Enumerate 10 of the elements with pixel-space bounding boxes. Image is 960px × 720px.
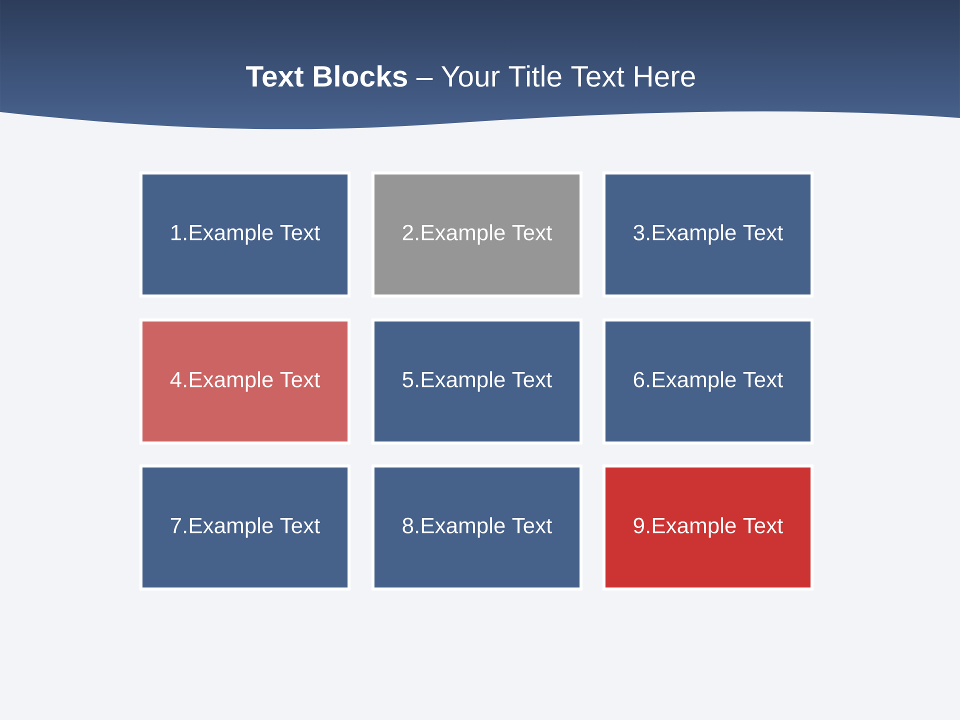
text-block: 3.Example Text <box>602 172 814 298</box>
text-block: 2.Example Text <box>372 172 582 298</box>
text-block: 1.Example Text <box>140 172 350 298</box>
text-block: 9.Example Text <box>602 464 814 590</box>
text-block: 8.Example Text <box>372 464 582 590</box>
title: Text Blocks – Your Title Text Here <box>246 65 695 87</box>
text-block: 4.Example Text <box>140 318 350 444</box>
text-block: 6.Example Text <box>602 318 814 444</box>
text-block: 5.Example Text <box>372 318 582 444</box>
text-block: 7.Example Text <box>140 464 350 590</box>
